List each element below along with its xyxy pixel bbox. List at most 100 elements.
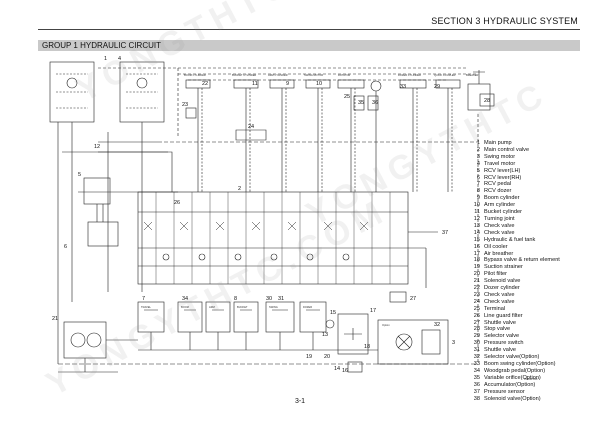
legend-number: 37 bbox=[473, 388, 480, 395]
callout-22: 22 bbox=[202, 81, 208, 87]
legend-text: Check valve bbox=[484, 222, 515, 229]
legend-text: Air breather bbox=[484, 250, 514, 257]
legend-number: 1 bbox=[476, 140, 480, 146]
callout-7: 7 bbox=[142, 296, 145, 302]
legend-number: 25 bbox=[473, 305, 480, 312]
legend-item: 13 Check valve bbox=[466, 223, 584, 230]
legend-number: 12 bbox=[473, 215, 480, 222]
legend-number: 24 bbox=[473, 298, 480, 305]
legend-text: Shuttle valve bbox=[484, 347, 517, 354]
legend-number: 22 bbox=[473, 285, 480, 292]
label-arm-cylinder: ARM CYLINDER bbox=[268, 73, 288, 77]
callout-18: 18 bbox=[364, 344, 370, 350]
legend-item: 37 Pressure sensor bbox=[466, 389, 584, 396]
callout-34: 34 bbox=[182, 296, 188, 302]
legend-item: 31 Shuttle valve bbox=[466, 347, 584, 354]
legend-item: 25 Terminal bbox=[466, 306, 584, 313]
callout-27: 27 bbox=[410, 296, 416, 302]
legend-number: 21 bbox=[473, 278, 480, 285]
legend-item: 21 Solenoid valve bbox=[466, 278, 584, 285]
legend-item: 35 Variable orifice(Option) bbox=[466, 375, 584, 382]
callout-8: 8 bbox=[234, 296, 237, 302]
callout-24: 24 bbox=[248, 124, 254, 130]
hydraulic-circuit-diagram: 1 4 22 11 9 10 25 35 36 33 29 28 23 24 1… bbox=[49, 56, 538, 381]
legend-number: 31 bbox=[473, 347, 480, 354]
callout-32: 32 bbox=[434, 322, 440, 328]
callout-28: 28 bbox=[484, 98, 490, 104]
legend-number: 6 bbox=[476, 174, 480, 181]
legend-number: 10 bbox=[473, 202, 480, 209]
legend-text: Solenoid valve bbox=[484, 278, 521, 285]
legend-text: Terminal bbox=[484, 305, 506, 312]
legend-number: 20 bbox=[473, 271, 480, 278]
legend-text: Bucket cylinder bbox=[484, 209, 522, 216]
legend-text: Travel motor bbox=[484, 160, 516, 167]
callout-19: 19 bbox=[306, 354, 312, 360]
legend-text: RCV lever(RH) bbox=[484, 174, 522, 181]
legend-number: 17 bbox=[473, 250, 480, 257]
legend-number: 11 bbox=[474, 209, 480, 216]
callout-26: 26 bbox=[174, 200, 180, 206]
legend-text: Variable orifice(Option) bbox=[484, 374, 541, 381]
legend-text: Check valve bbox=[484, 229, 515, 236]
callout-11: 11 bbox=[252, 81, 258, 87]
legend-item: 9 Boom cylinder bbox=[466, 195, 584, 202]
legend-item: 22 Dozer cylinder bbox=[466, 285, 584, 292]
label-bucket: BUCKET bbox=[237, 305, 248, 309]
callout-25: 25 bbox=[344, 94, 350, 100]
legend-text: Suction strainer bbox=[484, 264, 523, 271]
legend-text: Stop valve bbox=[484, 326, 511, 333]
header-rule bbox=[38, 29, 580, 30]
legend-number: 13 bbox=[473, 222, 480, 229]
callout-3: 3 bbox=[452, 340, 455, 346]
callout-23: 23 bbox=[182, 102, 188, 108]
legend-text: Pressure sensor bbox=[484, 388, 525, 395]
callout-13: 13 bbox=[322, 332, 328, 338]
legend-number: 35 bbox=[473, 374, 480, 381]
callout-9: 9 bbox=[286, 81, 289, 87]
legend-text: Selector valve(Option) bbox=[484, 354, 540, 361]
legend-text: Dozer cylinder bbox=[484, 285, 520, 292]
legend-number: 9 bbox=[476, 195, 480, 202]
label-breaker: BREAKER bbox=[466, 73, 479, 77]
legend-number: 16 bbox=[473, 243, 480, 250]
legend-text: Bypass valve & return element bbox=[484, 257, 560, 264]
legend-text: Boom cylinder bbox=[484, 195, 520, 202]
section-title: SECTION 3 HYDRAULIC SYSTEM bbox=[431, 16, 578, 26]
legend-item: 4 Travel motor bbox=[466, 161, 584, 168]
legend-number: 26 bbox=[473, 312, 480, 319]
label-swing-motor: SWING MOTOR bbox=[304, 73, 323, 77]
legend-item: 11 Bucket cylinder bbox=[466, 209, 584, 216]
callout-33: 33 bbox=[400, 84, 406, 90]
label-boom: BOOM bbox=[181, 305, 189, 309]
legend-item: 6 RCV lever(RH) bbox=[466, 175, 584, 182]
callout-17: 17 bbox=[370, 308, 376, 314]
label-bucket-cylinder: BUCKET CYLINDER bbox=[232, 73, 256, 77]
legend-number: 36 bbox=[473, 381, 480, 388]
label-swing: SWING bbox=[269, 305, 278, 309]
label-dozer: DOZER bbox=[303, 305, 312, 309]
legend-number: 23 bbox=[473, 291, 480, 298]
legend-text: RCV lever(LH) bbox=[484, 167, 521, 174]
label-travel: TRAVEL bbox=[141, 305, 151, 309]
legend-text: Woodgrab pedal(Option) bbox=[484, 367, 546, 374]
legend-number: 4 bbox=[476, 160, 480, 167]
legend-item: 17 Air breather bbox=[466, 251, 584, 258]
callout-12: 12 bbox=[94, 144, 100, 150]
callout-36: 36 bbox=[372, 100, 378, 106]
label-rotator: ROTATOR bbox=[338, 73, 350, 77]
legend-text: Check valve bbox=[484, 298, 515, 305]
